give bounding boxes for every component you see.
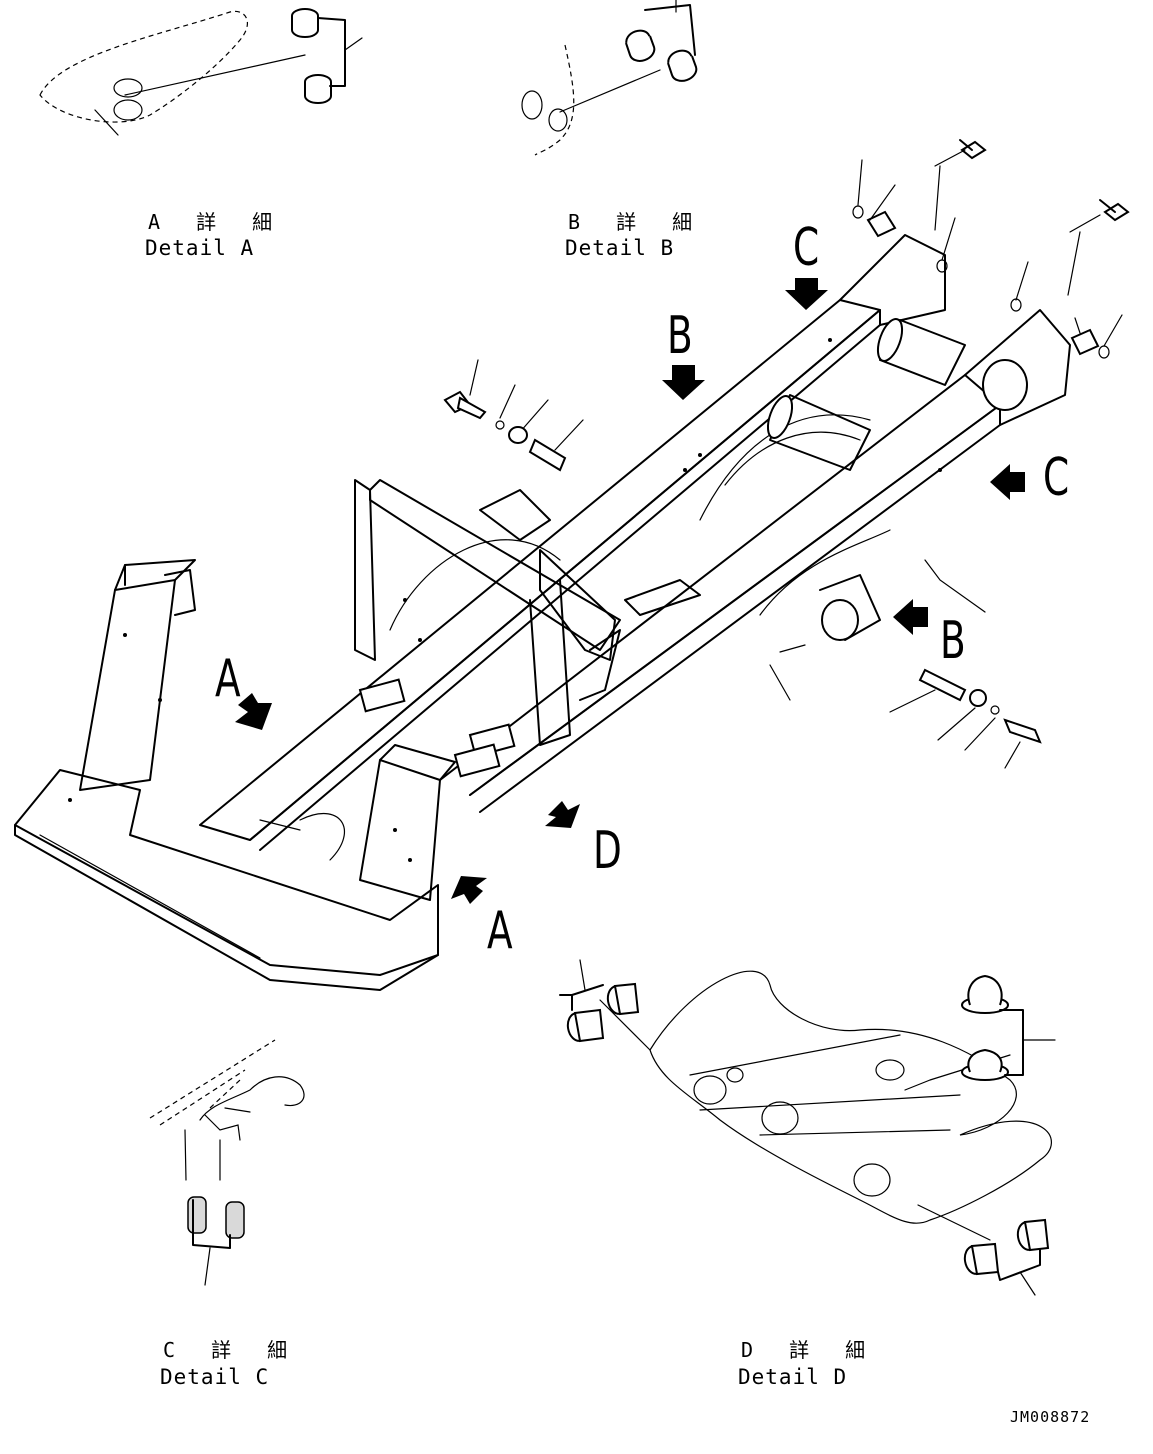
arrow-c-top-icon	[785, 278, 828, 310]
detail-b-caption-jp: B 詳 細	[568, 210, 705, 234]
view-label-a-bottom: A	[487, 901, 513, 961]
view-label-c-right: C	[1043, 448, 1070, 508]
arrow-a-left-icon	[235, 693, 272, 730]
detail-d-caption-jp: D 詳 細	[741, 1338, 878, 1362]
detail-b-drawing	[521, 0, 698, 156]
bushing-icon	[304, 74, 332, 104]
detail-a-caption-en: Detail A	[145, 236, 255, 260]
bushing-icon	[866, 210, 897, 238]
bushing-icon	[1070, 328, 1100, 356]
view-label-c-top: C	[793, 218, 820, 278]
bushing-icon	[187, 1196, 207, 1234]
detail-c-caption-jp: C 詳 細	[163, 1338, 300, 1362]
arrow-d-icon	[545, 801, 580, 828]
view-label-a-left: A	[215, 649, 241, 709]
bolt-icon	[1003, 718, 1042, 744]
mount-rubber-icon	[961, 974, 1009, 1014]
detail-a-drawing	[39, 8, 363, 136]
bushing-icon	[1016, 1218, 1050, 1252]
bushing-icon	[225, 1201, 245, 1239]
arrow-a-bottom-icon	[451, 876, 487, 904]
detail-b-caption-en: Detail B	[565, 236, 675, 260]
arrow-b-right-icon	[893, 599, 928, 635]
bushing-icon	[963, 1242, 1000, 1276]
arrow-b-top-icon	[662, 365, 705, 400]
view-label-b-top: B	[667, 306, 693, 366]
detail-c-drawing	[149, 1039, 305, 1286]
bolt-icon	[443, 390, 487, 420]
detail-d-drawing	[559, 959, 1056, 1296]
view-arrows	[235, 278, 1025, 904]
rear-pin-hardware	[443, 139, 1130, 769]
detail-a-caption-jp: A 詳 細	[148, 210, 285, 234]
bushing-icon	[566, 1008, 605, 1043]
arrow-c-right-icon	[990, 464, 1025, 500]
view-label-d: D	[593, 821, 622, 881]
bushing-icon	[291, 8, 319, 38]
detail-c-caption-en: Detail C	[160, 1365, 270, 1389]
view-label-b-right: B	[940, 611, 966, 671]
detail-d-caption-en: Detail D	[738, 1365, 848, 1389]
main-frame-drawing	[14, 234, 1071, 991]
bushing-icon	[667, 49, 698, 82]
bushing-icon	[625, 29, 656, 62]
grease-fitting-icon	[959, 139, 987, 160]
mount-rubber-icon	[961, 1048, 1009, 1081]
grease-fitting-icon	[1099, 199, 1130, 222]
bushing-icon	[606, 982, 640, 1016]
drawing-number: JM008872	[1010, 1408, 1091, 1426]
